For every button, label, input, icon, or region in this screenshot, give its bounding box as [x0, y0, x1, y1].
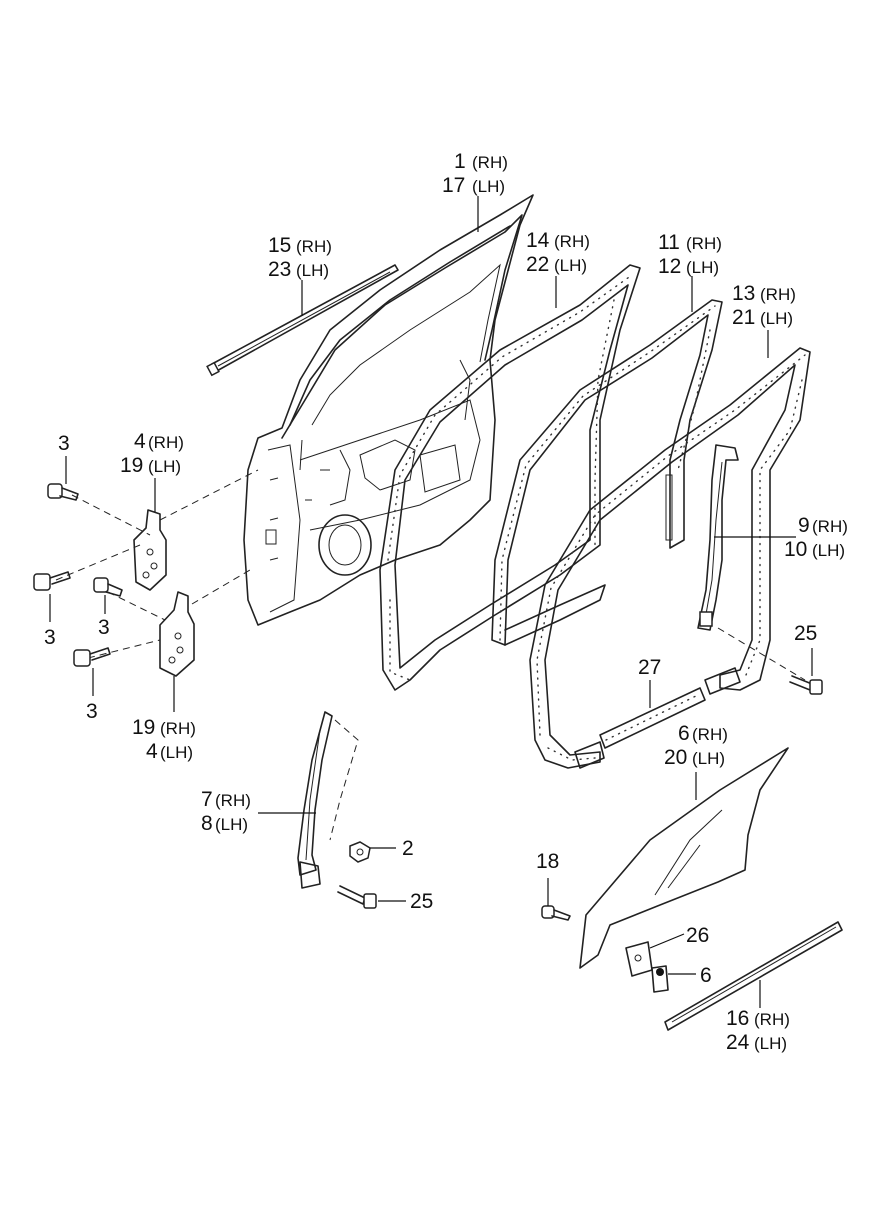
- callout-27: 27: [638, 656, 661, 679]
- callout-4-side-lower: (LH): [160, 743, 193, 762]
- callout-10-number: 10: [784, 538, 807, 561]
- callout-19-side-lower: (RH): [160, 719, 196, 738]
- callout-24-side: (LH): [754, 1034, 787, 1053]
- body-side-weatherstrip-part: [529, 347, 811, 769]
- callout-18: 18: [536, 850, 559, 873]
- callout-23-side: (LH): [296, 261, 329, 280]
- callout-25-lower: 25: [410, 890, 433, 913]
- callout-19-number-lower: 19: [132, 716, 155, 739]
- callout-23-number: 23: [268, 258, 291, 281]
- callout-25-upper: 25: [794, 622, 817, 645]
- hinge-bolt-middle-left: [33, 571, 71, 591]
- callout-12-number: 12: [658, 255, 681, 278]
- glass-clip-part: [651, 965, 669, 993]
- callout-19-number-upper: 19: [120, 454, 143, 477]
- lower-hinge-part: [159, 591, 195, 677]
- callout-11-number: 11: [658, 231, 680, 254]
- callout-3-upper-left: 3: [58, 432, 70, 455]
- callout-3-middle-left: 3: [44, 626, 56, 649]
- glass-screw-part: [541, 905, 571, 921]
- callout-1-side: (RH): [472, 153, 508, 172]
- callout-13-side: (RH): [760, 285, 796, 304]
- callout-13-number: 13: [732, 282, 755, 305]
- callout-8-side: (LH): [215, 815, 248, 834]
- callout-12-side: (LH): [686, 258, 719, 277]
- glass-bracket-part: [625, 941, 653, 977]
- callout-6-clip: 6: [700, 964, 712, 987]
- belt-weatherstrip-inner-part: [664, 921, 843, 1031]
- rear-glass-run-channel-part: [665, 444, 739, 631]
- callout-1-number: 1: [454, 150, 466, 173]
- callout-26: 26: [686, 924, 709, 947]
- callout-8-number: 8: [201, 812, 213, 835]
- door-opening-weatherstrip-part: [491, 299, 723, 646]
- hinge-bolt-middle-right: [93, 577, 123, 597]
- upper-hinge-part: [133, 509, 167, 591]
- callout-11-side: (RH): [686, 234, 722, 253]
- door-weatherstrip-part: [379, 264, 641, 691]
- callout-24-number: 24: [726, 1031, 750, 1054]
- callout-7-side: (RH): [215, 791, 251, 810]
- callout-22-side: (LH): [554, 256, 587, 275]
- run-channel-bolt-upper: [789, 675, 823, 695]
- callout-9-number: 9: [798, 514, 810, 537]
- callout-3-middle-right: 3: [98, 616, 110, 639]
- callout-3-lower: 3: [86, 700, 98, 723]
- callout-4-number-upper: 4: [134, 430, 146, 453]
- callout-10-side: (LH): [812, 541, 845, 560]
- door-shell-part: [243, 194, 534, 626]
- callout-21-number: 21: [732, 306, 755, 329]
- callout-17-number: 17: [442, 174, 465, 197]
- callout-20-side: (LH): [692, 749, 725, 768]
- hinge-bolt-lower: [73, 647, 111, 667]
- callout-21-side: (LH): [760, 309, 793, 328]
- callout-7-number: 7: [201, 788, 213, 811]
- run-channel-bolt-lower: [337, 885, 377, 909]
- callout-9-side: (RH): [812, 517, 848, 536]
- sill-seal-part: [574, 667, 741, 769]
- callout-15-number: 15: [268, 234, 291, 257]
- callout-16-number: 16: [726, 1007, 749, 1030]
- callout-19-side-upper: (LH): [148, 457, 181, 476]
- callout-2: 2: [402, 837, 414, 860]
- callout-16-side: (RH): [754, 1010, 790, 1029]
- callout-15-side: (RH): [296, 237, 332, 256]
- callout-20-number: 20: [664, 746, 687, 769]
- belt-weatherstrip-outer-part: [206, 264, 399, 377]
- callout-14-number: 14: [526, 229, 550, 252]
- nut-part: [349, 841, 371, 863]
- callout-6-number-glass: 6: [678, 722, 690, 745]
- callout-6-side-glass: (RH): [692, 725, 728, 744]
- callout-14-side: (RH): [554, 232, 590, 251]
- callout-17-side: (LH): [472, 177, 505, 196]
- hinge-bolt-upper-left: [47, 483, 79, 501]
- front-glass-run-channel-part: [297, 711, 333, 889]
- callout-4-side-upper: (RH): [148, 433, 184, 452]
- callout-4-number-lower: 4: [146, 740, 158, 763]
- door-glass-part: [579, 747, 789, 969]
- callout-22-number: 22: [526, 253, 549, 276]
